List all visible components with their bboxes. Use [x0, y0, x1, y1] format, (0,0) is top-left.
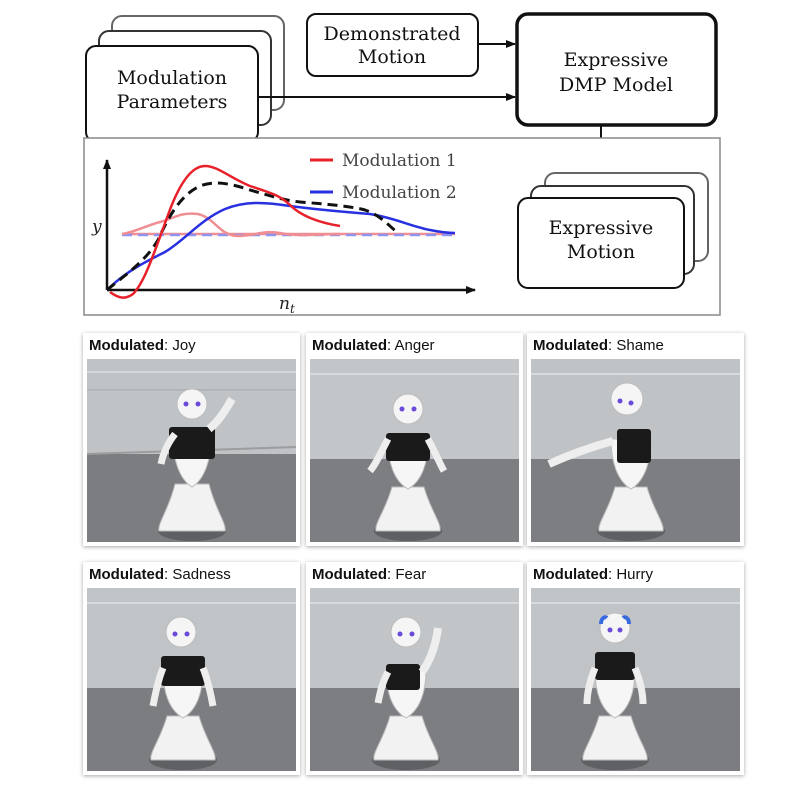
- panel-caption: Modulated: Shame: [533, 337, 664, 354]
- caption-emotion: Fear: [395, 566, 427, 583]
- panel-caption: Modulated: Joy: [89, 337, 196, 354]
- panel-shame: Modulated: Shame: [527, 333, 744, 546]
- caption-label: Modulated: [533, 337, 608, 354]
- plot-axes: y nt: [91, 159, 476, 316]
- expressive-motion-stack: Expressive Motion: [517, 172, 709, 289]
- expressive-dmp-model-box: [515, 12, 718, 127]
- robot-photo-hurry: [531, 588, 740, 771]
- expressive-motion-box: [517, 197, 685, 289]
- demonstrated-motion-line2: Motion: [358, 46, 426, 68]
- panel-caption: Modulated: Sadness: [89, 566, 231, 583]
- caption-emotion: Shame: [616, 337, 664, 354]
- flow-diagram: Modulation Parameters Demonstrated Motio…: [83, 12, 721, 316]
- panel-caption: Modulated: Hurry: [533, 566, 654, 583]
- panel-caption: Modulated: Fear: [312, 566, 427, 583]
- modulation-parameters-line1: Modulation: [117, 67, 227, 89]
- robot-photo-joy: [87, 359, 296, 542]
- demonstrated-motion-node: Demonstrated Motion: [306, 13, 479, 77]
- expressive-motion-line2: Motion: [567, 241, 635, 263]
- modulation-parameters-line2: Parameters: [117, 91, 228, 113]
- caption-label: Modulated: [312, 566, 387, 583]
- caption-emotion: Sadness: [172, 566, 231, 583]
- panel-anger: Modulated: Anger: [306, 333, 523, 546]
- y-axis-label: y: [91, 217, 102, 237]
- expressive-motion-line1: Expressive: [549, 217, 654, 239]
- modulation-1-faded-curve: [121, 212, 341, 238]
- caption-label: Modulated: [89, 566, 164, 583]
- panel-joy: Modulated: Joy: [83, 333, 300, 546]
- robot-photo-anger: [310, 359, 519, 542]
- legend-label-modulation-2: Modulation 2: [342, 183, 457, 203]
- expressive-dmp-model-line2: DMP Model: [559, 74, 673, 96]
- x-axis-label-group: nt: [279, 294, 295, 316]
- panel-hurry: Modulated: Hurry: [527, 562, 744, 775]
- caption-label: Modulated: [533, 566, 608, 583]
- robot-photo-shame: [531, 359, 740, 542]
- modulation-1-curve: [109, 164, 341, 299]
- panel-sadness: Modulated: Sadness: [83, 562, 300, 775]
- robot-photo-sadness: [87, 588, 296, 771]
- plot-curves: [106, 164, 456, 299]
- caption-emotion: Anger: [394, 337, 435, 354]
- caption-label: Modulated: [89, 337, 164, 354]
- caption-emotion: Hurry: [616, 566, 654, 583]
- panel-fear: Modulated: Fear: [306, 562, 523, 775]
- plot-legend: Modulation 1 Modulation 2: [310, 151, 457, 203]
- legend-label-modulation-1: Modulation 1: [342, 151, 457, 171]
- caption-label: Modulated: [312, 337, 387, 354]
- caption-emotion: Joy: [172, 337, 196, 354]
- panel-caption: Modulated: Anger: [312, 337, 435, 354]
- robot-photo-fear: [310, 588, 519, 771]
- modulation-parameters-stack: Modulation Parameters: [85, 15, 285, 143]
- demonstrated-motion-line1: Demonstrated: [323, 23, 460, 45]
- expressive-dmp-model-line1: Expressive: [564, 49, 669, 71]
- expressive-dmp-model-node: Expressive DMP Model: [515, 12, 718, 127]
- x-axis-label: n: [279, 294, 290, 314]
- x-axis-label-subscript: t: [290, 302, 295, 316]
